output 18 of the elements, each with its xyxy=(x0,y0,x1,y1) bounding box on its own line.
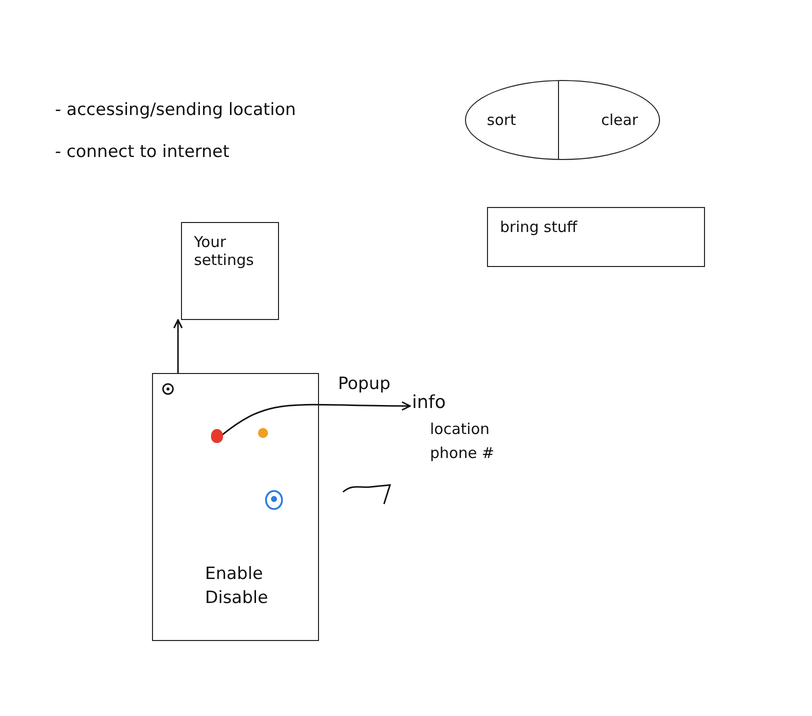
list-item: phone # xyxy=(430,444,494,462)
toggle-option: Disable xyxy=(205,588,268,609)
oval-shape xyxy=(465,80,660,160)
arrow xyxy=(222,401,411,436)
menu-option: clear xyxy=(601,111,638,129)
arrow xyxy=(173,319,183,373)
toggle-option: Enable xyxy=(205,564,263,584)
phone-screen-box xyxy=(152,373,319,641)
menu-option: sort xyxy=(486,111,516,129)
location-dot xyxy=(211,429,223,443)
box-label: bring stuff xyxy=(500,218,578,236)
note: - connect to internet xyxy=(55,142,230,162)
list-item: location xyxy=(430,420,490,438)
settings-box xyxy=(181,222,279,320)
heading: info xyxy=(412,392,446,414)
box-label: Your settings xyxy=(194,233,255,269)
note: - accessing/sending location xyxy=(55,100,296,120)
process-box xyxy=(487,207,705,267)
